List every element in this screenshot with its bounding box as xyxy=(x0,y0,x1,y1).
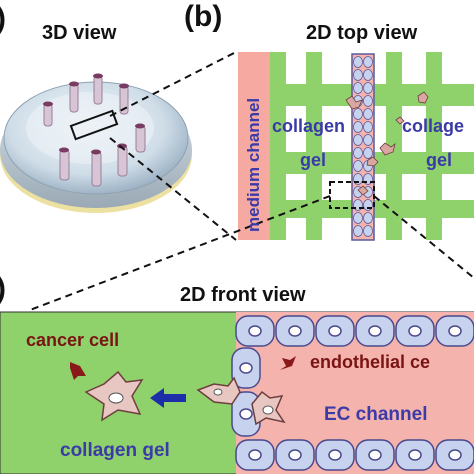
endothelial-cell-top xyxy=(363,82,373,94)
endothelial-cell-top xyxy=(353,225,363,237)
endothelial-cell-top xyxy=(353,212,363,224)
endothelial-cell-label: endothelial ce xyxy=(310,352,431,372)
endothelial-cell-top xyxy=(363,212,373,224)
endothelial-nucleus xyxy=(408,449,422,461)
front-view-diagram xyxy=(0,311,474,474)
zoom-lines-a-to-b xyxy=(109,51,237,241)
endothelial-nucleus xyxy=(248,325,262,337)
endothelial-nucleus xyxy=(448,325,462,337)
panel-b-title: 2D top view xyxy=(306,22,418,44)
endothelial-cell-top xyxy=(363,121,373,133)
collagen-right-label: collage xyxy=(402,116,465,136)
endothelial-nucleus xyxy=(248,449,262,461)
panel-b-letter: (b) xyxy=(184,0,223,33)
migration-arrow xyxy=(150,388,186,408)
endothelial-cell-top xyxy=(353,147,363,159)
endothelial-cell-top xyxy=(363,69,373,81)
endothelial-nucleus xyxy=(448,449,462,461)
endothelial-cell-top xyxy=(363,225,373,237)
endothelial-cell-top xyxy=(363,108,373,120)
endothelial-cell-top xyxy=(353,56,363,68)
endothelial-nucleus xyxy=(368,449,382,461)
collagen-gel-label: collagen gel xyxy=(60,440,170,461)
cancer-cell-label: cancer cell xyxy=(26,330,120,350)
endothelial-cell-top xyxy=(353,121,363,133)
endothelial-cell-top xyxy=(363,95,373,107)
ec-channel-label: EC channel xyxy=(324,404,428,425)
dish-3d-illustration xyxy=(0,73,192,213)
endothelial-nucleus xyxy=(328,449,342,461)
gel-left-label: gel xyxy=(300,150,327,170)
panel-c-letter: ) xyxy=(0,272,6,306)
endothelial-nucleus xyxy=(239,408,253,420)
endothelial-nucleus xyxy=(328,325,342,337)
endothelial-nucleus xyxy=(288,449,302,461)
endothelial-cell-top xyxy=(353,82,363,94)
endothelial-cell-top xyxy=(363,147,373,159)
endothelial-nucleus xyxy=(408,325,422,337)
endothelial-cell-top xyxy=(363,134,373,146)
panel-a-title: 3D view xyxy=(42,22,117,44)
endothelial-cell-top xyxy=(353,134,363,146)
panel-a-letter: ) xyxy=(0,2,6,36)
endothelial-cell-top xyxy=(363,56,373,68)
endothelial-cell-top xyxy=(353,69,363,81)
label-pointer-arrows xyxy=(70,356,296,380)
endothelial-nucleus xyxy=(368,325,382,337)
gel-right-label: gel xyxy=(426,150,453,170)
zoom-lines-b-to-c xyxy=(29,195,474,311)
collagen-left-label: collagen xyxy=(272,116,346,136)
top-view-diagram xyxy=(238,52,474,241)
endothelial-cell-top xyxy=(353,160,363,172)
endothelial-nucleus xyxy=(288,325,302,337)
panel-c-title: 2D front view xyxy=(180,284,306,306)
medium-channel-label: medium channel xyxy=(244,97,263,232)
endothelial-nucleus xyxy=(239,362,253,374)
endothelial-cell-top xyxy=(353,108,363,120)
